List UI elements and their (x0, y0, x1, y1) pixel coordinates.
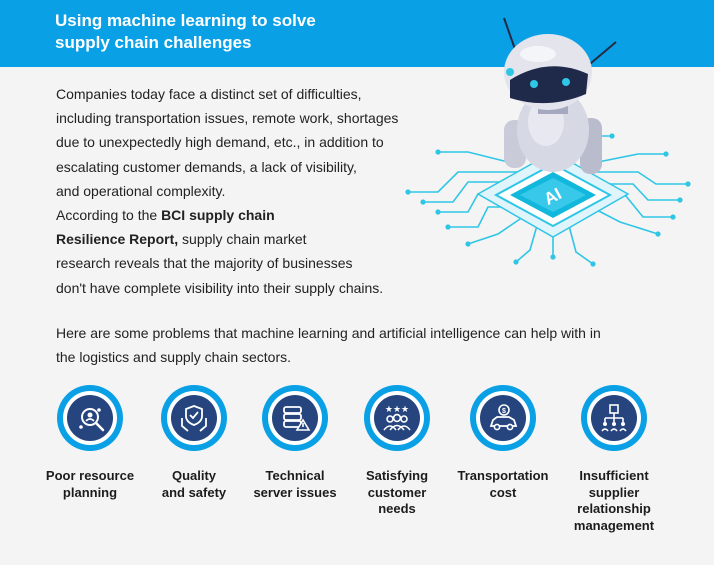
car-dollar-icon: $ (470, 385, 536, 451)
page-title: Using machine learning to solve supply c… (55, 10, 355, 54)
customers-stars-icon: ★★★ (364, 385, 430, 451)
problems-line: Here are some problems that machine lear… (56, 325, 601, 341)
problem-label-line: customer (367, 484, 427, 500)
problem-label-line: and safety (161, 484, 227, 500)
problem-label-line: Transportation (457, 468, 549, 483)
svg-text:$: $ (502, 408, 506, 415)
supplier-network-icon (581, 385, 647, 451)
problem-label-line: supplier (588, 484, 640, 500)
server-warning-icon (262, 385, 328, 451)
problem-label-line: planning (62, 484, 118, 500)
intro-line: research reveals that the majority of bu… (56, 255, 353, 272)
intro-line-bci: According to the BCI supply chain (56, 203, 436, 227)
problem-label-line: Quality (171, 468, 217, 483)
intro-line: due to unexpectedly high demand, etc., i… (56, 134, 384, 151)
svg-text:★★★: ★★★ (385, 404, 409, 414)
intro-line: don't have complete visibility into thei… (56, 279, 384, 296)
magnifier-people-icon (57, 385, 123, 451)
intro-line: and operational complexity. (56, 182, 226, 199)
robot (503, 17, 617, 174)
intro-line: including transportation issues, remote … (56, 110, 399, 127)
problem-label-line: Poor resource (45, 468, 135, 483)
problems-paragraph: Here are some problems that machine lear… (56, 321, 696, 369)
intro-text: supply chain market (182, 231, 307, 248)
robot-ai-chip-illustration: AI (405, 17, 691, 267)
shield-hands-icon (161, 385, 227, 451)
problem-label-line: server issues (253, 484, 337, 500)
intro-line: Companies today face a distinct set of d… (56, 86, 362, 102)
chip-label: AI (541, 184, 565, 209)
intro-line: escalating customer demands, a lack of v… (56, 158, 357, 175)
intro-text: According to the (56, 207, 158, 224)
problem-label-line: Insufficient (579, 468, 649, 483)
problem-label-line: relationship (577, 501, 651, 516)
report-name-part-2: Resilience Report, (56, 231, 179, 248)
circuit-nodes (405, 131, 691, 267)
title-line: Using machine learning to solve (55, 11, 316, 30)
intro-paragraph: Companies today face a distinct set of d… (56, 82, 436, 300)
report-name-part-1: BCI supply chain (161, 207, 275, 224)
problem-label-line: Satisfying (365, 468, 429, 483)
problem-label-line: needs (378, 501, 416, 516)
header-band (0, 0, 714, 67)
problem-label-line: Technical (265, 468, 325, 483)
title-line: supply chain challenges (55, 33, 252, 52)
problem-label-line: management (573, 517, 655, 533)
problem-label-line: cost (489, 484, 517, 500)
problems-line: the logistics and supply chain sectors. (56, 349, 292, 365)
intro-line-report: Resilience Report, supply chain market (56, 227, 436, 251)
